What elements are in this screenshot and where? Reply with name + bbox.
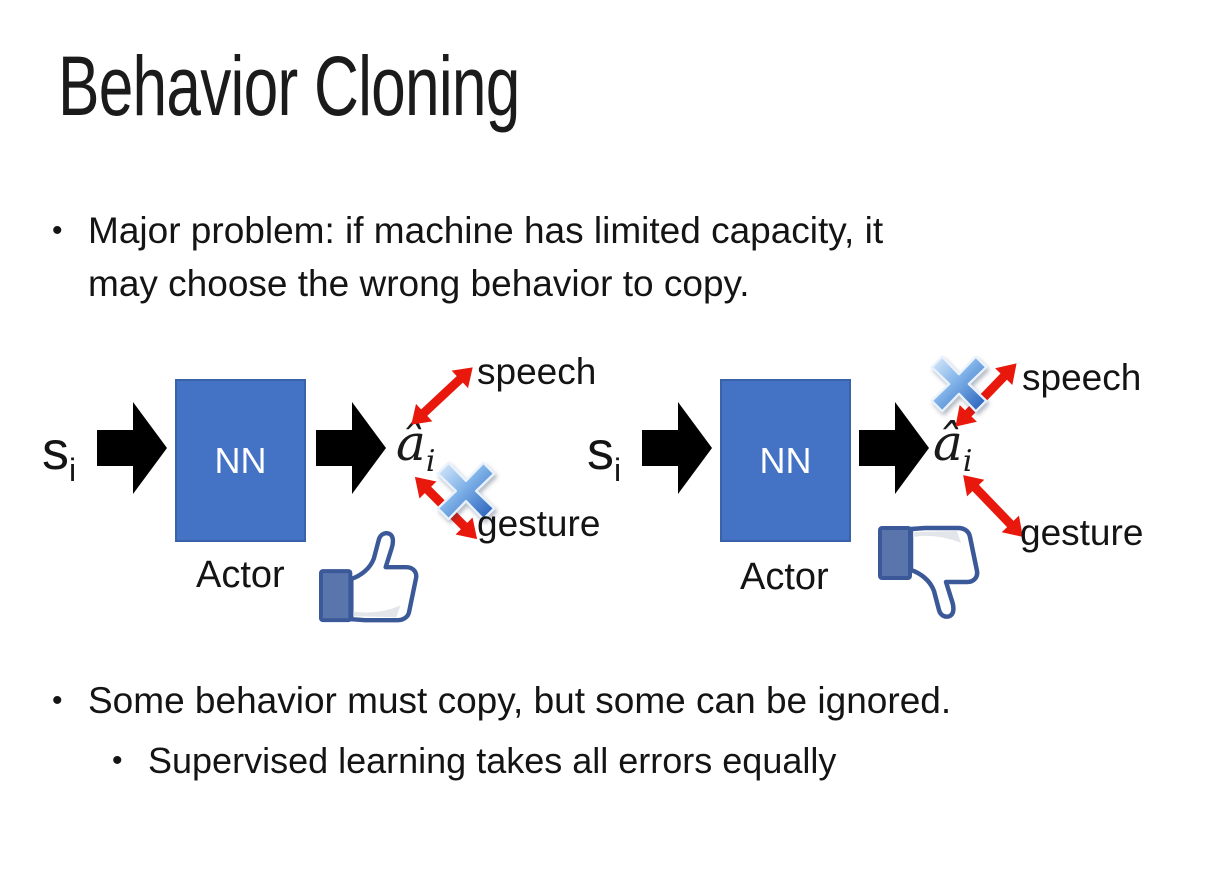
gesture-label-right: gesture (1020, 512, 1144, 553)
bullet-major-problem-text: Major problem: if machine has limited ca… (88, 204, 883, 310)
bullet-major-problem: • Major problem: if machine has limited … (52, 204, 883, 310)
state-input-label-right: si (587, 420, 621, 486)
action-output-label-left: âi (396, 414, 435, 477)
speech-label-right: speech (1022, 357, 1142, 398)
state-input-label-left: si (42, 420, 76, 486)
bullet-supervised-learning: • Supervised learning takes all errors e… (112, 734, 836, 787)
double-arrow-speech-icon (946, 354, 1026, 435)
flow-arrow-icon (642, 400, 712, 496)
flow-arrow-icon (97, 400, 167, 496)
cross-out-icon (436, 461, 496, 521)
double-arrow-gesture-icon (954, 466, 1032, 546)
cross-out-icon (930, 355, 988, 413)
nn-box-right: NN (720, 379, 851, 542)
state-symbol: s (587, 421, 614, 481)
gesture-label-left: gesture (477, 503, 601, 544)
nn-box-left: NN (175, 379, 306, 542)
bullet-marker: • (112, 744, 123, 777)
bullet-some-behavior-text: Some behavior must copy, but some can be… (88, 680, 952, 721)
actor-label-left: Actor (196, 554, 285, 596)
nn-label: NN (759, 439, 812, 481)
action-subscript: i (962, 444, 973, 479)
thumbs-down-icon (876, 522, 982, 622)
state-symbol: s (42, 421, 69, 481)
action-subscript: i (425, 444, 436, 479)
bullet-some-behavior: • Some behavior must copy, but some can … (52, 674, 951, 727)
bullet-marker: • (52, 214, 63, 247)
state-subscript: i (69, 451, 77, 488)
bullet-major-line2: may choose the wrong behavior to copy. (88, 263, 750, 304)
thumbs-up-icon (318, 527, 420, 627)
slide-title: Behavior Cloning (58, 39, 520, 133)
bullet-marker: • (52, 684, 63, 717)
action-symbol: â (396, 414, 426, 472)
state-subscript: i (614, 451, 622, 488)
flow-arrow-icon (316, 400, 386, 496)
flow-arrow-icon (859, 400, 929, 496)
bullet-major-line1: Major problem: if machine has limited ca… (88, 210, 884, 251)
nn-label: NN (214, 439, 267, 481)
speech-label-left: speech (477, 351, 597, 392)
double-arrow-speech-icon (402, 358, 481, 434)
actor-label-right: Actor (740, 556, 829, 598)
bullet-supervised-learning-text: Supervised learning takes all errors equ… (148, 740, 837, 781)
